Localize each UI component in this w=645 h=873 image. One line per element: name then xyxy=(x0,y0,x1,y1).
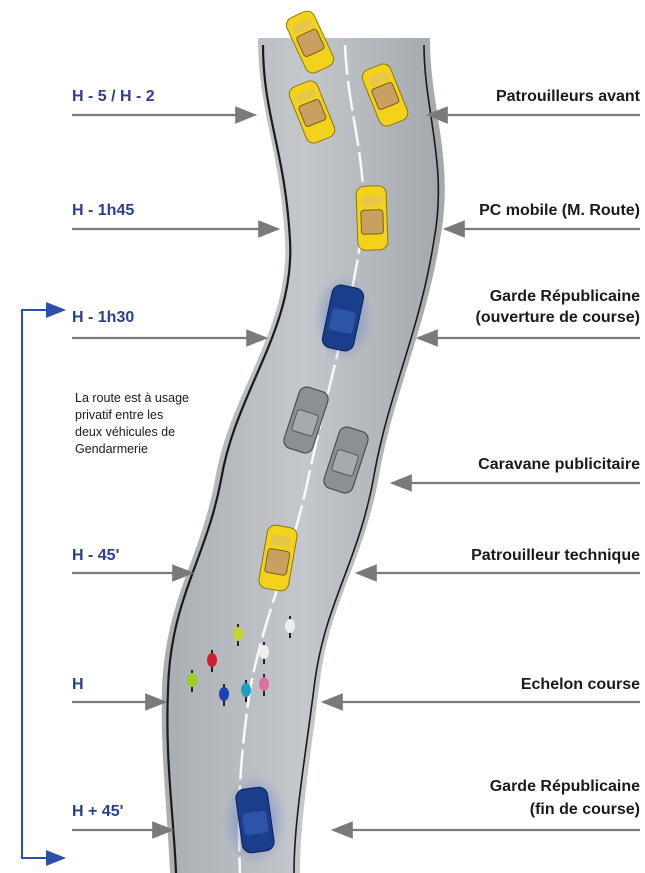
time-label-h: H xyxy=(72,676,84,693)
label-patrouilleurs-avant: Patrouilleurs avant xyxy=(495,88,640,105)
road-edge-left xyxy=(166,44,292,873)
privative-road-note: La route est à usage privatif entre les … xyxy=(75,390,255,458)
blue-car-ouverture xyxy=(321,284,365,352)
grey-car-2 xyxy=(323,426,369,494)
description-arrows xyxy=(320,106,640,839)
label-caravane: Caravane publicitaire xyxy=(478,456,640,473)
time-arrows xyxy=(72,106,281,839)
label-patrouilleur-technique: Patrouilleur technique xyxy=(471,547,640,564)
blue-car-fin xyxy=(235,786,275,854)
time-label-h-plus-45: H + 45' xyxy=(72,803,124,820)
road-edge-right xyxy=(293,44,440,873)
time-label-h-1h45: H - 1h45 xyxy=(72,202,135,219)
yellow-car-2 xyxy=(288,80,336,144)
label-pc-mobile: PC mobile (M. Route) xyxy=(479,202,640,219)
label-garde-fin-line2: (fin de course) xyxy=(529,801,640,818)
note-line-4: Gendarmerie xyxy=(75,442,148,456)
note-line-2: privatif entre les xyxy=(75,408,164,422)
note-line-1: La route est à usage xyxy=(75,391,189,405)
time-label-h-1h30: H - 1h30 xyxy=(72,309,135,326)
yellow-car-3 xyxy=(361,63,409,127)
label-garde-ouverture-line2: (ouverture de course) xyxy=(475,309,640,326)
privative-bracket xyxy=(21,309,46,859)
label-garde-fin-line1: Garde Républicaine xyxy=(489,778,640,795)
label-echelon-course: Echelon course xyxy=(520,676,640,693)
yellow-car-1 xyxy=(285,10,335,74)
note-line-3: deux véhicules de xyxy=(75,425,176,439)
time-label-h-45: H - 45' xyxy=(72,547,120,564)
grey-car-1 xyxy=(283,386,329,454)
cyclists-group xyxy=(187,616,295,706)
label-garde-ouverture-line1: Garde Républicaine xyxy=(489,288,640,305)
time-label-h-5-h-2: H - 5 / H - 2 xyxy=(72,88,155,105)
yellow-car-pc-mobile xyxy=(355,185,389,251)
yellow-car-technique xyxy=(258,524,298,592)
